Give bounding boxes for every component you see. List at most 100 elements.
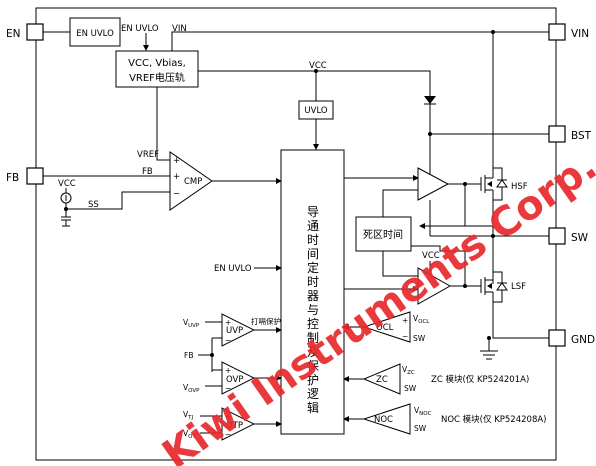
vtj-label: VTJ [183, 410, 194, 421]
zc-label: ZC [376, 375, 388, 385]
logic-char-12: 护 [307, 373, 319, 387]
wire-lsgate-deadtime-2 [411, 245, 465, 252]
logic-char-3: 间 [307, 247, 319, 261]
vovp-label: VOVP [183, 383, 200, 394]
ovp-comparator [221, 361, 256, 395]
otp-comparator [221, 407, 256, 441]
hs-driver [417, 167, 450, 201]
logic-char-8: 控 [307, 317, 319, 331]
pin-sw [548, 227, 566, 245]
uvp-plus: + [225, 318, 231, 327]
wire-vref [156, 87, 170, 161]
hiccup-label: 打嗝保护 [251, 316, 281, 326]
sw-ocl-label: SW [413, 334, 426, 343]
pin-bst-label: BST [571, 130, 592, 142]
wire-ss [66, 191, 170, 210]
pin-bst [548, 125, 566, 143]
ocl-comparator [362, 311, 411, 343]
pin-en [26, 23, 44, 41]
logic-char-4: 定 [307, 260, 319, 275]
logic-char-2: 时 [307, 233, 319, 247]
cmp-minus: − [173, 189, 180, 199]
arrow-uvlo-logic [313, 144, 319, 150]
vcc-rail-label: VCC [309, 61, 327, 71]
noc-module-note: NOC 模块(仅 KP524208A) [441, 414, 546, 425]
ocl-label: OCL [376, 323, 394, 333]
wire-vcc-rail [198, 70, 431, 96]
cmp-label: CMP [184, 177, 202, 187]
otp-plus: + [225, 412, 231, 421]
junction-vin [491, 30, 495, 34]
uvp-minus: − [225, 336, 231, 345]
logic-block [280, 149, 345, 435]
logic-char-14: 辑 [307, 401, 319, 415]
ls-driver [417, 267, 452, 305]
bias-line1: VCC, Vbias, [128, 58, 186, 69]
fb-wire-label: FB [142, 167, 153, 177]
cmp-plus: + [173, 156, 180, 166]
junction-hsgate [463, 182, 467, 186]
lsf-label: LSF [511, 282, 526, 292]
bootstrap-diode-icon [424, 96, 436, 104]
otp-minus: − [225, 430, 231, 439]
bias-line2: VREF电压轨 [129, 71, 185, 84]
arrow-otp-logic [276, 421, 282, 427]
hsf-mosfet-icon [480, 175, 493, 193]
vcc-lsf-label: VCC [422, 251, 440, 261]
logic-block-text: 导 通 时 间 定 时 器 与 控 制 及 保 护 逻 辑 [307, 205, 319, 415]
pin-sw-label: SW [571, 232, 589, 244]
wire-deadtime-hs [382, 189, 418, 217]
vnoc-label: VNOC [414, 406, 432, 417]
wire-vin [171, 31, 549, 51]
logic-char-10: 及 [307, 345, 319, 359]
arrow-logic-lsdrv [413, 286, 419, 292]
logic-char-11: 保 [307, 359, 319, 373]
uvlo-block-label: UVLO [304, 106, 327, 116]
ovp-minus: − [225, 384, 231, 393]
uvp-comparator [221, 313, 256, 347]
arrow-ovp-logic [276, 375, 282, 381]
otp-label: OTP [226, 421, 243, 431]
noc-label: NOC [374, 415, 393, 425]
logic-char-5: 时 [307, 275, 319, 289]
zc-module-note: ZC 模块(仅 KP524201A) [431, 374, 529, 385]
vzc-label: VZC [402, 365, 415, 376]
wire-deadtime-ls [382, 251, 418, 277]
en-uvlo-top-label: EN UVLO [121, 24, 159, 34]
arrow-en-uvlo [143, 45, 149, 51]
hsf-label: HSF [511, 182, 528, 192]
uvp-label: UVP [226, 326, 243, 336]
vref-label: VREF [137, 150, 159, 160]
vuvp-label: VUVP [183, 318, 200, 329]
logic-char-6: 器 [307, 289, 319, 303]
ovp-label: OVP [226, 375, 243, 385]
pin-vin-label: VIN [571, 28, 589, 40]
pin-gnd-label: GND [571, 334, 595, 346]
logic-char-13: 逻 [307, 387, 319, 401]
ocl-minus: − [402, 332, 408, 341]
arrow-en-uvlo-logic [276, 265, 282, 271]
logic-char-7: 与 [307, 303, 319, 317]
vocl-label: VOCL [413, 314, 430, 325]
wire-lsf-gnd [492, 292, 549, 339]
ovp-plus: + [225, 366, 231, 375]
cmp-comparator [169, 151, 213, 211]
ocl-plus: + [402, 316, 408, 325]
sw-noc-label: SW [414, 424, 427, 433]
lsf-mosfet-icon [480, 277, 493, 295]
lsf-body-diode-icon [496, 282, 508, 291]
en-uvlo-block [69, 17, 121, 47]
en-uvlo-logic-label: EN UVLO [214, 264, 252, 274]
logic-char-1: 通 [307, 219, 319, 233]
dead-time-label: 死区时间 [363, 228, 403, 241]
pin-fb [26, 167, 44, 185]
pin-fb-label: FB [6, 172, 19, 184]
wire-bst [429, 104, 549, 135]
zc-comparator [362, 363, 401, 395]
arrow-uvp-logic [276, 327, 282, 333]
vot-label: VOT [183, 429, 196, 440]
arrow-cmp-logic [276, 178, 282, 184]
vcc-ss-label: VCC [58, 179, 76, 189]
ss-label: SS [88, 200, 99, 210]
